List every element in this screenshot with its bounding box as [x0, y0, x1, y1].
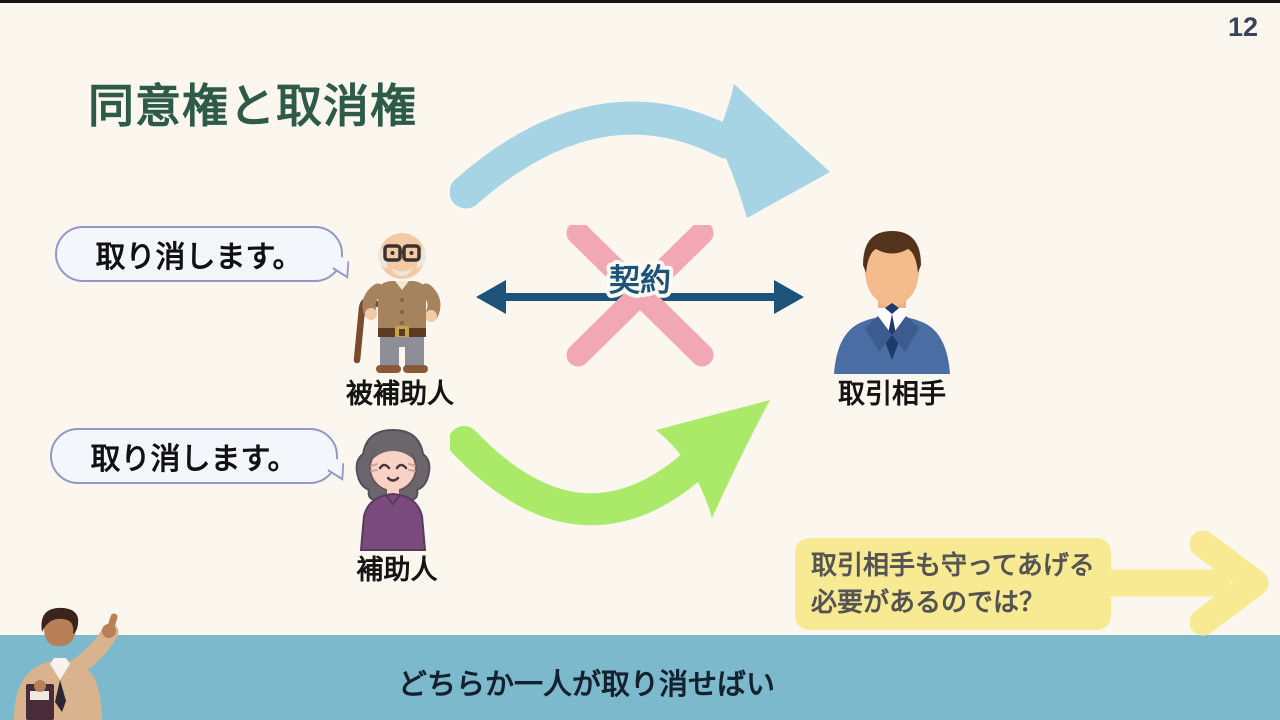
- contract-arrow-icon: 契約: [476, 225, 804, 367]
- letterbox-line: [0, 0, 1280, 3]
- footer-text: どちらか一人が取り消せばい: [398, 669, 776, 701]
- yellow-arrow-icon: [1085, 530, 1269, 636]
- speech-bubble-top: 取り消します。: [55, 226, 343, 282]
- green-curved-arrow-icon: [450, 400, 770, 526]
- presenter-icon: [14, 607, 119, 720]
- page-number: 12: [1227, 12, 1259, 42]
- speech-bubble-bottom: 取り消します。: [50, 428, 338, 484]
- counterparty-label: 取引相手: [838, 379, 946, 409]
- note-box: 取引相手も守ってあげる 必要があるのでは？: [795, 538, 1111, 630]
- note-line-2: 必要があるのでは？: [811, 586, 1046, 617]
- footer-bar: [0, 635, 1280, 720]
- cross-x-icon: [566, 225, 714, 367]
- old-woman-icon: [355, 428, 431, 551]
- speech-bubble-bottom-text: 取り消します。: [90, 443, 298, 476]
- assistant-label: 補助人: [356, 555, 438, 585]
- page-title: 同意権と取消権: [88, 80, 417, 132]
- old-man-icon: [353, 233, 441, 373]
- note-line-1: 取引相手も守ってあげる: [811, 550, 1095, 580]
- businessman-icon: [834, 231, 950, 374]
- assisted-person-label: 被補助人: [346, 379, 454, 409]
- speech-bubble-top-text: 取り消します。: [95, 241, 303, 274]
- contract-label: 契約: [609, 263, 671, 298]
- teal-curved-arrow-icon: [450, 84, 830, 218]
